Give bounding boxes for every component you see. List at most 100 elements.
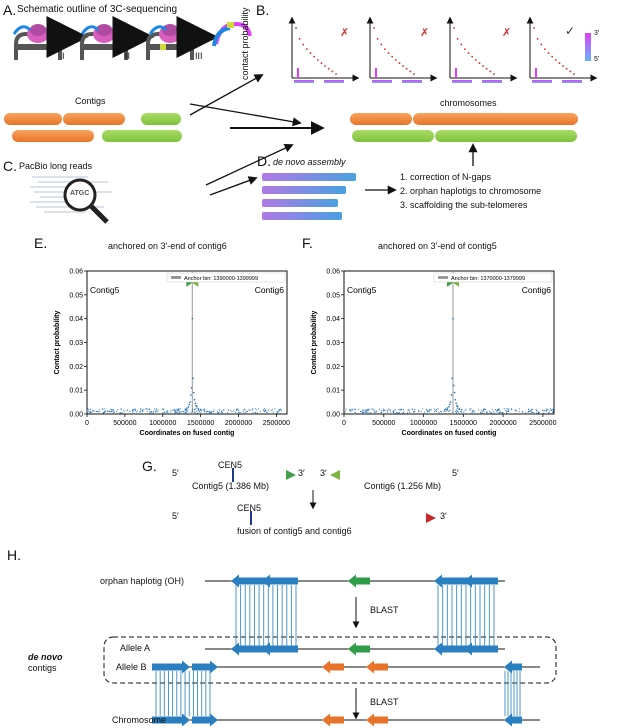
mini-point bbox=[493, 73, 495, 75]
panel-a-title: Schematic outline of 3C-sequencing bbox=[17, 4, 178, 15]
scatter-point bbox=[249, 409, 251, 411]
mini-bar bbox=[324, 80, 344, 83]
scatter-point bbox=[481, 412, 483, 414]
scatter-point bbox=[403, 410, 405, 412]
panel-b-letter: B. bbox=[256, 2, 270, 18]
mini-point bbox=[471, 55, 474, 58]
scatter-point bbox=[263, 409, 265, 411]
scatter-point bbox=[400, 408, 402, 410]
scatter-point bbox=[210, 411, 213, 413]
denovo-box bbox=[103, 636, 557, 684]
scatter-point bbox=[186, 407, 188, 409]
scatter-point bbox=[163, 409, 165, 411]
scatter-point bbox=[393, 409, 395, 411]
scatter-point bbox=[460, 408, 463, 411]
scatter-point bbox=[134, 409, 136, 411]
chromosome-label: Chromosome bbox=[112, 715, 167, 725]
scatter-point bbox=[155, 408, 157, 410]
scatter-point bbox=[420, 411, 422, 413]
scatter-point bbox=[446, 407, 449, 409]
scatter-point bbox=[117, 409, 119, 411]
scatter-point bbox=[456, 408, 458, 410]
scatter-point bbox=[380, 411, 382, 413]
scatter-point bbox=[429, 408, 431, 410]
scatter-point bbox=[485, 409, 487, 411]
y-tick-label: 0.00 bbox=[69, 412, 83, 419]
scatter-point bbox=[104, 408, 106, 410]
color-scale-bar bbox=[585, 33, 591, 61]
mini-point bbox=[456, 38, 459, 40]
scatter-point bbox=[389, 410, 391, 412]
scatter-point bbox=[264, 409, 266, 411]
scatter-point bbox=[434, 408, 436, 410]
scatter-point bbox=[374, 411, 376, 413]
scatter-point bbox=[392, 410, 394, 412]
scatter-point bbox=[543, 412, 545, 414]
left-contig-label: Contig5 bbox=[90, 285, 120, 295]
scatter-point bbox=[174, 408, 176, 410]
scatter-point bbox=[408, 411, 411, 413]
scale-bottom-label: 5′ bbox=[594, 56, 600, 63]
scatter-point bbox=[126, 410, 128, 412]
y-tick-label: 0.06 bbox=[326, 269, 340, 276]
g-five-prime-2: 5′ bbox=[452, 468, 459, 478]
x-tick-label: 0 bbox=[342, 420, 346, 427]
scatter-point bbox=[370, 412, 372, 414]
scatter-point bbox=[489, 410, 491, 412]
y-axis-label: Contact probability bbox=[311, 311, 318, 375]
scatter-point bbox=[89, 409, 91, 411]
denovo-label: de novo bbox=[28, 652, 63, 662]
scatter-point bbox=[438, 412, 440, 414]
scatter-point bbox=[235, 411, 237, 414]
scatter-point bbox=[398, 412, 400, 414]
mini-point bbox=[540, 43, 543, 46]
allele-a-arrow bbox=[464, 642, 498, 656]
y-tick-label: 0.03 bbox=[326, 340, 340, 347]
scatter-point bbox=[368, 409, 370, 411]
scatter-point bbox=[89, 411, 91, 413]
scatter-point bbox=[487, 412, 489, 414]
mini-point bbox=[460, 43, 463, 46]
scatter-point bbox=[450, 409, 452, 411]
scatter-point bbox=[164, 412, 166, 414]
scatter-point bbox=[407, 409, 409, 411]
scatter-point bbox=[482, 408, 484, 410]
scatter-point bbox=[89, 412, 91, 414]
right-contig-label: Contig6 bbox=[255, 285, 285, 295]
scatter-point bbox=[384, 409, 386, 411]
scatter-point bbox=[276, 412, 278, 414]
panel-h-letter: H. bbox=[7, 547, 21, 563]
assembly-reads bbox=[262, 173, 356, 220]
scatter-point bbox=[406, 412, 409, 414]
scatter-point bbox=[178, 408, 180, 410]
scatter-point bbox=[480, 409, 482, 411]
scatter-point bbox=[440, 410, 442, 412]
scatter-point bbox=[155, 409, 157, 411]
scatter-point bbox=[254, 408, 256, 410]
scatter-point bbox=[417, 409, 420, 411]
scatter-point bbox=[176, 408, 178, 410]
allele-b-orange bbox=[366, 660, 388, 674]
scatter-point bbox=[429, 411, 431, 413]
scatter-point bbox=[87, 408, 89, 410]
contig6-size: Contig6 (1.256 Mb) bbox=[364, 481, 442, 491]
contigs-label: Contigs bbox=[75, 96, 106, 106]
scatter-point bbox=[112, 411, 114, 413]
scatter-point bbox=[478, 409, 480, 411]
scatter-point bbox=[422, 408, 424, 410]
scatter-point bbox=[223, 409, 225, 411]
contigs-bars bbox=[4, 113, 182, 142]
scatter-point bbox=[140, 409, 142, 411]
scatter-point bbox=[449, 401, 452, 403]
allele-b-label: Allele B bbox=[116, 662, 147, 672]
scatter-point bbox=[183, 411, 185, 413]
scatter-point bbox=[364, 410, 366, 412]
flow-arrows bbox=[189, 74, 478, 196]
x-tick-label: 2500000 bbox=[529, 420, 556, 427]
mini-point bbox=[309, 52, 312, 54]
scatter-point bbox=[522, 410, 524, 412]
scatter-point bbox=[227, 412, 229, 414]
scatter-point bbox=[393, 411, 395, 414]
mini-point bbox=[562, 65, 564, 67]
